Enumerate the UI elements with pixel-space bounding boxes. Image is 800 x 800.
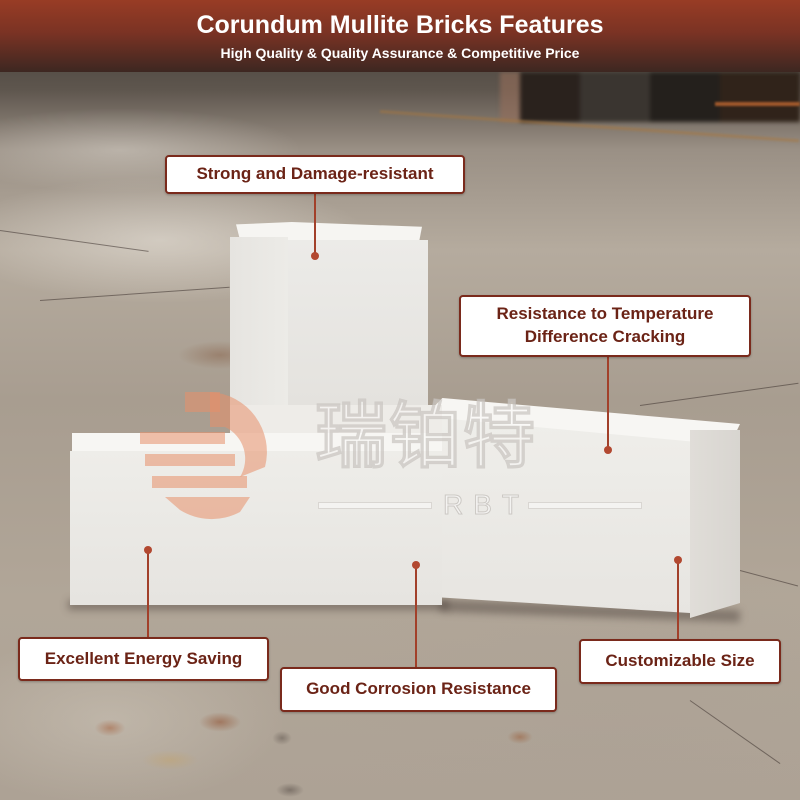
- feature-callout-energy: Excellent Energy Saving: [18, 637, 269, 681]
- feature-callout-corrosion: Good Corrosion Resistance: [280, 667, 557, 712]
- feature-label: Strong and Damage-resistant: [196, 164, 434, 184]
- feature-label-line2: Difference Cracking: [524, 327, 686, 346]
- feature-callout-thermal: Resistance to Temperature Difference Cra…: [459, 295, 751, 357]
- watermark-chinese-name: 瑞铂特: [314, 394, 538, 478]
- leader-dot-thermal: [604, 446, 612, 454]
- watermark-brand-text: RBT: [443, 489, 529, 521]
- right-brick-front: [440, 418, 690, 613]
- leader-line-energy: [147, 550, 149, 637]
- leader-dot-corrosion: [412, 561, 420, 569]
- feature-label: Good Corrosion Resistance: [306, 679, 531, 699]
- feature-callout-strong: Strong and Damage-resistant: [165, 155, 465, 194]
- watermark-rule-left: [318, 502, 432, 509]
- feature-callout-size: Customizable Size: [579, 639, 781, 684]
- watermark-brand: RBT: [318, 489, 642, 521]
- header-banner: Corundum Mullite Bricks Features High Qu…: [0, 0, 800, 72]
- watermark-rule-right: [528, 502, 642, 509]
- factory-rail: [715, 102, 800, 106]
- leader-dot-strong: [311, 252, 319, 260]
- leader-dot-energy: [144, 546, 152, 554]
- factory-background: [500, 72, 800, 122]
- leader-line-size: [677, 560, 679, 639]
- leader-line-thermal: [607, 356, 609, 450]
- right-brick-side: [690, 430, 740, 618]
- left-brick-front: [70, 451, 442, 605]
- feature-label: Excellent Energy Saving: [44, 648, 243, 668]
- tall-brick-side: [230, 237, 288, 407]
- leader-line-strong: [314, 193, 316, 256]
- brick-shadow: [68, 600, 448, 610]
- feature-label-line1: Resistance to Temperature: [496, 304, 714, 324]
- page-title: Corundum Mullite Bricks Features: [196, 11, 604, 39]
- leader-line-corrosion: [415, 565, 417, 667]
- tall-brick-front: [288, 240, 428, 407]
- feature-label: Customizable Size: [605, 651, 755, 671]
- rbt-r-logo-icon: [140, 392, 267, 520]
- leader-dot-size: [674, 556, 682, 564]
- page-subtitle: High Quality & Quality Assurance & Compe…: [220, 45, 580, 61]
